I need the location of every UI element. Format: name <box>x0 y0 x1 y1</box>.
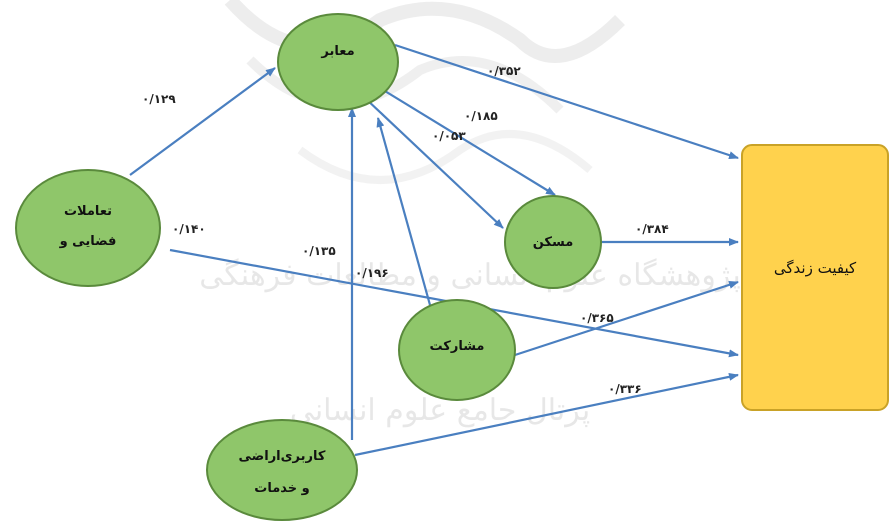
arrow-karbari-to-qol <box>354 372 739 457</box>
node-maskan-label: مسکن <box>533 235 574 250</box>
coef-maaber-to-maskan: ۰/۱۸۵ <box>464 109 498 123</box>
coef-tamolat-to-qol: ۰/۱۴۰ <box>172 222 206 236</box>
coef-karbari-to-qol: ۰/۳۳۶ <box>608 382 642 396</box>
node-tamolat: تعاملات فضایی و <box>15 169 161 287</box>
node-maskan: مسکن <box>504 195 602 289</box>
watermark-line-1: پژوهشگاه علوم انسانی و مطالعات فرهنگی <box>199 258 741 293</box>
coef-tamolat-to-maaber: ۰/۱۲۹ <box>142 92 176 106</box>
node-quality-of-life: کیفیت زندگی <box>741 144 889 411</box>
node-karbari-label-2: و خدمات <box>254 481 309 496</box>
node-mosharekat-label: مشارکت <box>430 339 485 354</box>
arrow-tamolat-to-maaber <box>129 67 276 176</box>
node-karbari: کاربری‌اراضی و خدمات <box>206 419 358 521</box>
coef-maaber-to-qol: ۰/۳۵۲ <box>487 64 521 78</box>
arrow-mosharekat-to-qol <box>514 280 739 357</box>
coef-maskan-to-qol: ۰/۳۸۴ <box>635 222 669 236</box>
coef-mosharekat-to-qol: ۰/۳۶۵ <box>580 311 614 325</box>
arrow-maaber-to-maskan <box>379 87 556 196</box>
node-maaber-label: معابر <box>320 44 354 59</box>
coef-mosharekat-to-maaber: ۰/۱۹۶ <box>355 266 389 280</box>
arrow-mosharekat-to-maaber <box>376 117 432 306</box>
arrow-maaber-to-maskan-2 <box>364 97 504 229</box>
node-maaber: معابر <box>277 13 399 111</box>
node-quality-of-life-label: کیفیت زندگی <box>774 259 857 277</box>
node-tamolat-label-2: فضایی و <box>59 234 117 249</box>
node-mosharekat: مشارکت <box>398 299 516 401</box>
coefficients: ۰/۱۲۹ ۰/۳۵۲ ۰/۱۸۵ ۰/۰۵۳ ۰/۱۴۰ ۰/۱۳۵ ۰/۱۹… <box>142 64 669 396</box>
coef-karbari-to-maaber: ۰/۱۳۵ <box>302 244 336 258</box>
coef-053: ۰/۰۵۳ <box>432 129 466 143</box>
arrow-maaber-to-qol <box>394 43 739 160</box>
node-karbari-label-1: کاربری‌اراضی <box>239 449 326 464</box>
node-tamolat-label-1: تعاملات <box>64 204 112 219</box>
